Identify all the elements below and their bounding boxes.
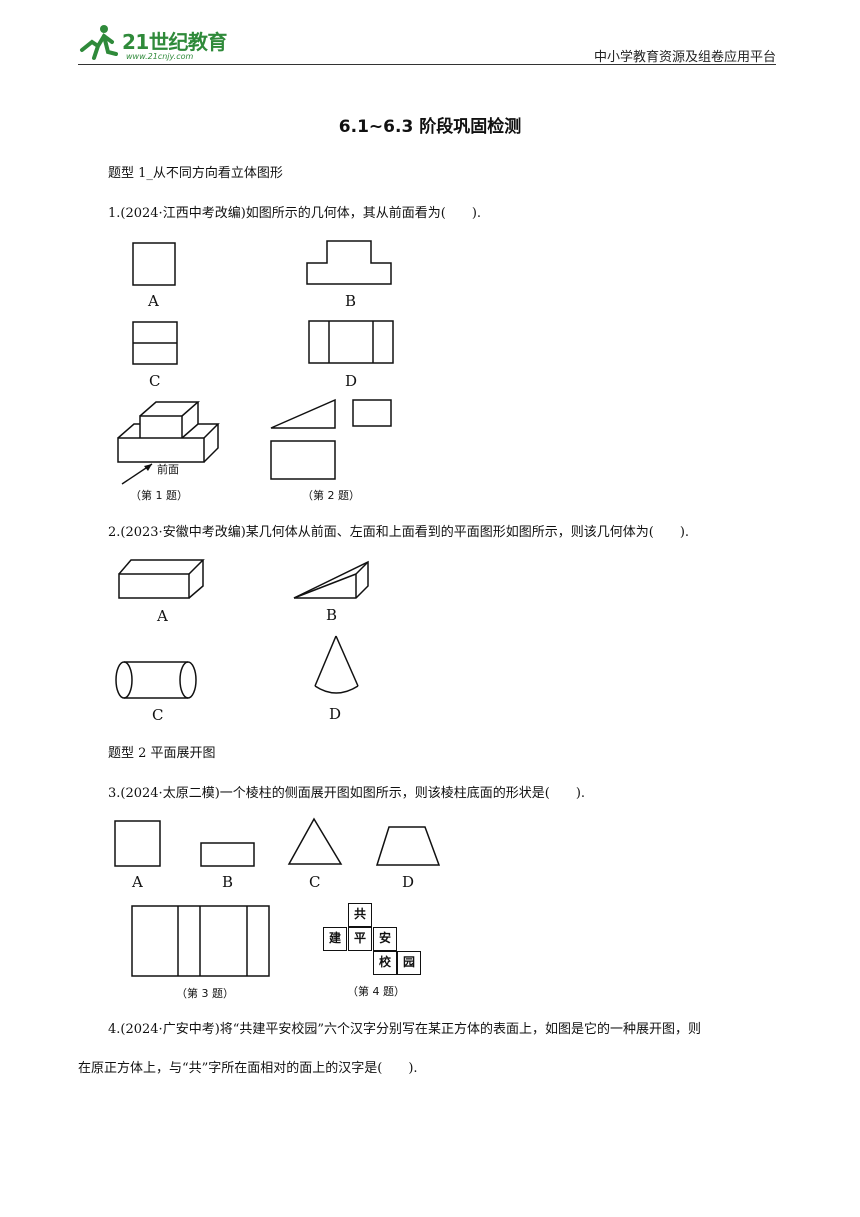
section-heading-1: 题型 1_从不同方向看立体图形	[108, 166, 283, 181]
q1-caption: （第 1 题）	[130, 489, 188, 502]
logo: 21世纪教育 www.21cnjy.com	[78, 22, 248, 66]
question-2-text: 2.(2023·安徽中考改编)某几何体从前面、左面和上面看到的平面图形如图所示，…	[108, 525, 690, 540]
logo-text: 21世纪教育	[122, 30, 227, 54]
q2-option-b-figure	[293, 560, 369, 599]
q4-cell: 园	[397, 951, 421, 975]
q2-option-a-figure	[118, 559, 205, 599]
q2-option-a-label: A	[157, 607, 168, 625]
q3-option-d-figure	[375, 826, 441, 866]
q3-option-a-figure	[114, 820, 161, 867]
q4-cell: 建	[323, 927, 347, 951]
q3-option-d-label: D	[402, 873, 415, 891]
q2-option-c-label: C	[152, 706, 164, 724]
q2-option-d-label: D	[329, 705, 342, 723]
q4-cell: 安	[373, 927, 397, 951]
q1-option-a-label: A	[148, 292, 159, 310]
q2-option-c-figure	[115, 661, 197, 699]
page-header: 21世纪教育 www.21cnjy.com 中小学教育资源及组卷应用平台	[78, 22, 776, 66]
q1-option-c-figure	[132, 321, 178, 365]
q1-option-b-figure	[306, 240, 392, 285]
q3-option-a-label: A	[132, 873, 143, 891]
q4-cell: 平	[348, 927, 372, 951]
question-1-text: 1.(2024·江西中考改编)如图所示的几何体，其从前面看为( ).	[108, 206, 482, 221]
runner-logo-icon	[80, 25, 118, 60]
q1-option-a-figure	[132, 242, 176, 286]
q2-option-d-figure	[314, 635, 359, 694]
q3-option-b-label: B	[222, 873, 234, 891]
q3-option-b-figure	[200, 842, 255, 867]
question-4-text-line2: 在原正方体上，与“共”字所在面相对的面上的汉字是( ).	[78, 1061, 418, 1076]
q3-option-c-label: C	[309, 873, 321, 891]
question-4-text-line1: 4.(2024·广安中考)将“共建平安校园”六个汉字分别写在某正方体的表面上，如…	[108, 1022, 702, 1037]
q2-caption: （第 2 题）	[302, 489, 360, 502]
q4-caption: （第 4 题）	[347, 985, 405, 998]
q1-front-label: 前面	[157, 463, 179, 476]
q4-cell: 校	[373, 951, 397, 975]
q1-option-b-label: B	[345, 292, 357, 310]
q1-option-c-label: C	[149, 372, 161, 390]
page-title: 6.1~6.3 阶段巩固检测	[338, 117, 522, 137]
q3-caption: （第 3 题）	[176, 987, 234, 1000]
logo-url: www.21cnjy.com	[126, 52, 194, 61]
q3-option-c-figure	[287, 817, 343, 865]
q2-option-b-label: B	[326, 606, 338, 624]
platform-name: 中小学教育资源及组卷应用平台	[593, 50, 776, 65]
q1-solid-figure	[117, 401, 220, 485]
q4-cell: 共	[348, 903, 372, 927]
question-3-text: 3.(2024·太原二模)一个棱柱的侧面展开图如图所示，则该棱柱底面的形状是( …	[108, 786, 586, 801]
q3-net-figure	[131, 905, 270, 977]
section-heading-2: 题型 2 平面展开图	[108, 746, 216, 761]
q1-option-d-label: D	[345, 372, 358, 390]
q2-views-figure	[270, 398, 392, 480]
q1-option-d-figure	[308, 320, 394, 364]
header-divider	[78, 64, 776, 65]
